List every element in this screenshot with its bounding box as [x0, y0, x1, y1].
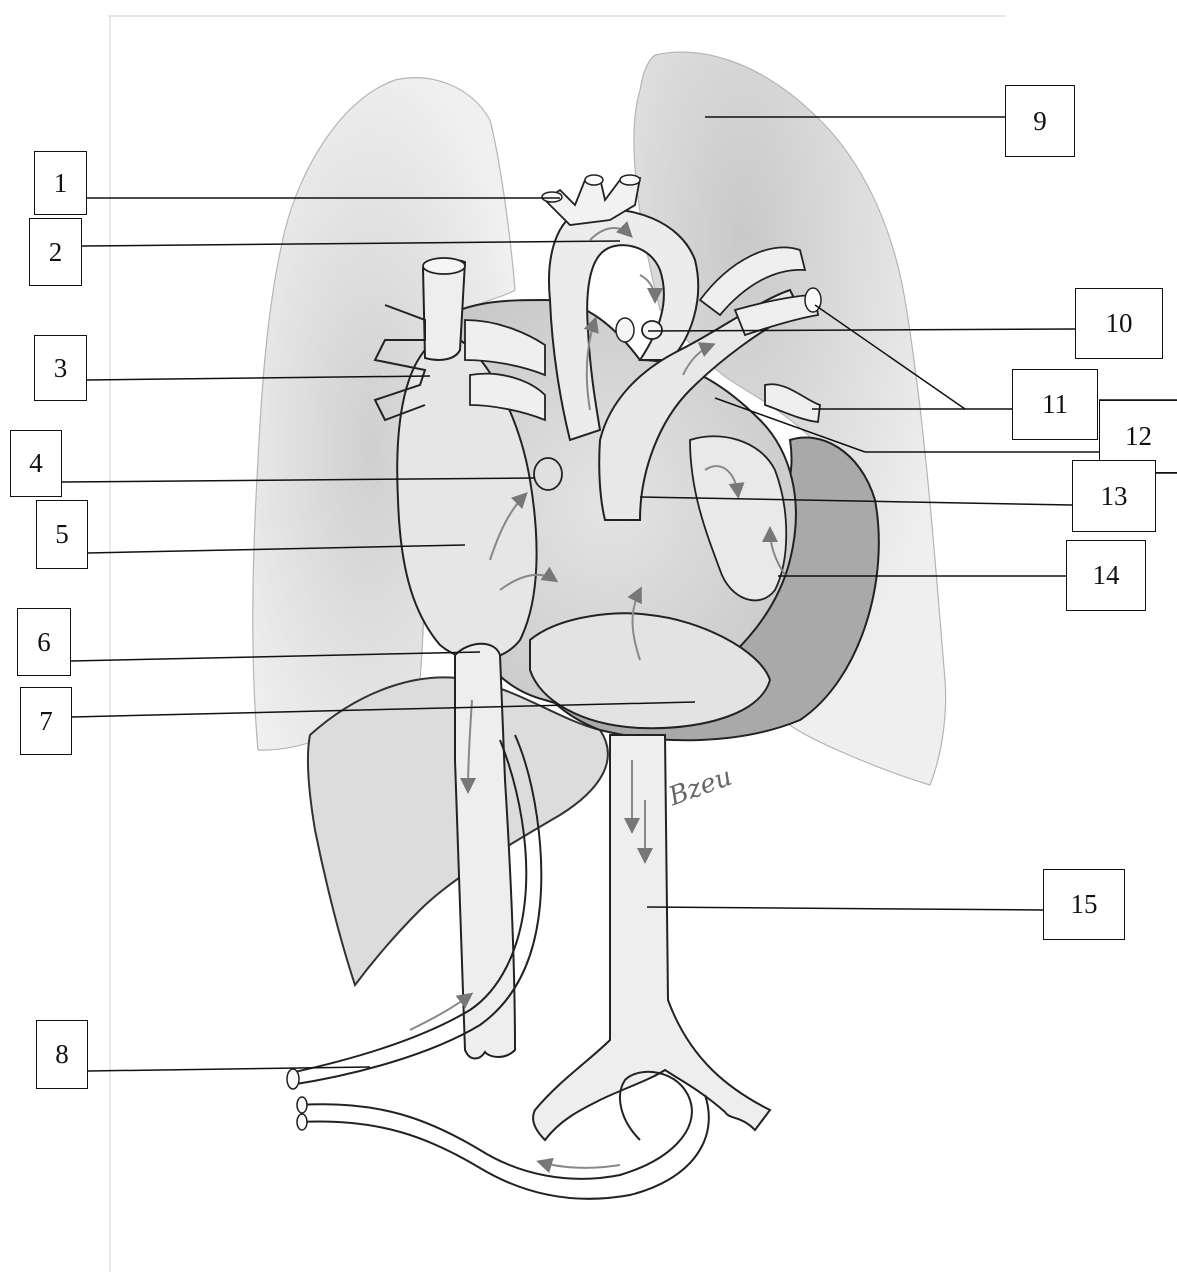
umbilical-artery-opening-2 [297, 1114, 307, 1130]
label-12: 12 [1125, 421, 1152, 452]
label-box-5: 5 [36, 500, 88, 569]
label-5: 5 [55, 519, 69, 550]
leader-line-8 [88, 1067, 370, 1071]
umbilical-vein-opening [287, 1069, 299, 1089]
foramen-ovale-bulge [534, 458, 562, 490]
label-10: 10 [1106, 308, 1133, 339]
branch-opening-2 [585, 175, 603, 185]
label-1: 1 [54, 168, 68, 199]
label-box-15: 15 [1043, 869, 1125, 940]
label-box-9: 9 [1005, 85, 1075, 157]
umbilical-arteries-inner [300, 1095, 709, 1199]
umbilical-arteries [300, 1072, 692, 1179]
label-8: 8 [55, 1039, 69, 1070]
branch-opening-3 [620, 175, 640, 185]
svc-opening [423, 258, 465, 274]
label-4: 4 [29, 448, 43, 479]
label-box-11: 11 [1012, 369, 1098, 440]
label-box-14: 14 [1066, 540, 1146, 611]
leader-line-15 [647, 907, 1043, 910]
superior-vena-cava [423, 260, 465, 360]
label-14: 14 [1093, 560, 1120, 591]
label-box-6: 6 [17, 608, 71, 676]
label-box-4: 4 [10, 430, 62, 497]
branch-opening-1 [542, 192, 562, 202]
ductus-arteriosus-opening [642, 321, 662, 339]
ductus-opening-2 [616, 318, 634, 342]
label-box-1: 1 [34, 151, 87, 215]
flow-arrow [540, 1162, 620, 1168]
label-3: 3 [54, 353, 68, 384]
label-box-8: 8 [36, 1020, 88, 1089]
label-box-13: 13 [1072, 460, 1156, 532]
label-13: 13 [1101, 481, 1128, 512]
label-box-7: 7 [20, 687, 72, 755]
umbilical-artery-opening-1 [297, 1097, 307, 1113]
label-9: 9 [1033, 106, 1047, 137]
label-2: 2 [49, 237, 63, 268]
label-15: 15 [1071, 889, 1098, 920]
label-box-2: 2 [29, 218, 82, 286]
label-box-10: 10 [1075, 288, 1163, 359]
label-11: 11 [1042, 389, 1068, 420]
label-box-3: 3 [34, 335, 87, 401]
label-6: 6 [37, 627, 51, 658]
label-7: 7 [39, 706, 53, 737]
